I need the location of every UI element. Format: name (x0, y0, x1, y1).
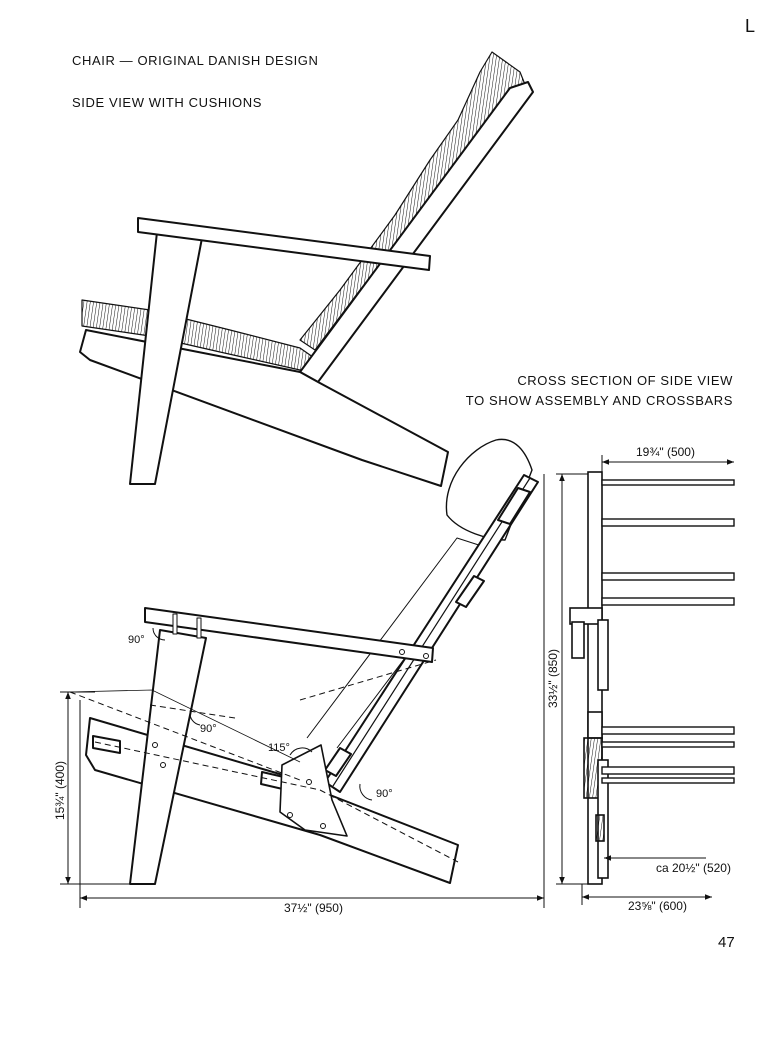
seat-centerline (94, 741, 459, 863)
cross-section-view (569, 471, 735, 885)
back-slat-inner (332, 477, 531, 787)
screw (399, 649, 405, 655)
back-block-top (497, 487, 531, 525)
page-title: CHAIR — ORIGINAL DANISH DESIGN (72, 53, 319, 68)
seat-width-dimension-label: 19¾" (500) (636, 445, 695, 459)
armrest-dowel-1 (172, 613, 178, 635)
angle-arc-3 (289, 747, 313, 756)
assembly-side-view (85, 438, 539, 885)
overall-width-dimension-label: 23⅝" (600) (628, 899, 687, 913)
seat-slope-line (69, 691, 301, 781)
back-slat (299, 81, 534, 383)
crossbar (601, 741, 735, 748)
assembly-construction-lines (69, 659, 459, 863)
angle-arc-1 (152, 627, 166, 641)
height-dimension-label-cross: 33½" (850) (546, 649, 560, 708)
back-block-mid (455, 575, 485, 608)
cross-section-caption-line-2: TO SHOW ASSEMBLY AND CROSSBARS (465, 393, 733, 408)
leg-angle-line (149, 704, 236, 719)
page-subtitle: SIDE VIEW WITH CUSHIONS (72, 95, 263, 110)
screw (320, 823, 326, 829)
crossbar (601, 766, 735, 775)
corner-mark: L (745, 16, 756, 36)
crossbar (601, 597, 735, 606)
front-leg (129, 629, 207, 885)
angle-label-back: 115° (268, 742, 290, 754)
depth-dimension-label: 37½" (950) (284, 901, 343, 915)
inner-width-dimension-label: ca 20½" (520) (656, 861, 731, 875)
height-dimension-label: 15¾" (400) (53, 761, 67, 820)
arm-bracket (597, 619, 609, 691)
armrest (137, 217, 431, 271)
cross-section-caption-line-1: CROSS SECTION OF SIDE VIEW (517, 373, 733, 388)
crossbar (601, 777, 735, 784)
angle-label-seat: 90° (200, 723, 217, 735)
back-cross-line (299, 659, 437, 701)
crossbar (601, 726, 735, 735)
crossbar (601, 479, 735, 486)
cross-section-dimensions (556, 455, 734, 905)
angle-arcs (152, 627, 373, 801)
foot-block (595, 814, 605, 842)
angle-arc-2 (189, 711, 201, 726)
assembly-dimensions (60, 474, 545, 908)
screw (306, 779, 312, 785)
angle-arc-4 (359, 783, 373, 801)
arm-support (571, 621, 585, 659)
assembly-guide-lines (69, 689, 301, 763)
screw (287, 812, 293, 818)
cross-section-caption: CROSS SECTION OF SIDE VIEW TO SHOW ASSEM… (466, 371, 733, 411)
rear-leg-plate (279, 744, 348, 837)
angle-label-armrest: 90° (128, 634, 145, 646)
arm-block (569, 607, 603, 625)
seat-guide-line (69, 689, 301, 763)
screw (160, 762, 166, 768)
back-slat (324, 474, 539, 793)
crossbar (601, 572, 735, 581)
crossbar (601, 518, 735, 527)
armrest-dowel-2 (196, 617, 202, 639)
screw (423, 653, 429, 659)
screw (152, 742, 158, 748)
back-block-low (324, 747, 352, 777)
crossbars (601, 479, 735, 784)
back-cushion (299, 51, 529, 351)
assembly-screws (152, 649, 429, 829)
side-view-with-cushions (79, 51, 534, 487)
seat-block (587, 711, 603, 739)
angle-label-rail: 90° (376, 788, 393, 800)
armrest (144, 607, 434, 663)
page-number: 47 (718, 934, 735, 951)
